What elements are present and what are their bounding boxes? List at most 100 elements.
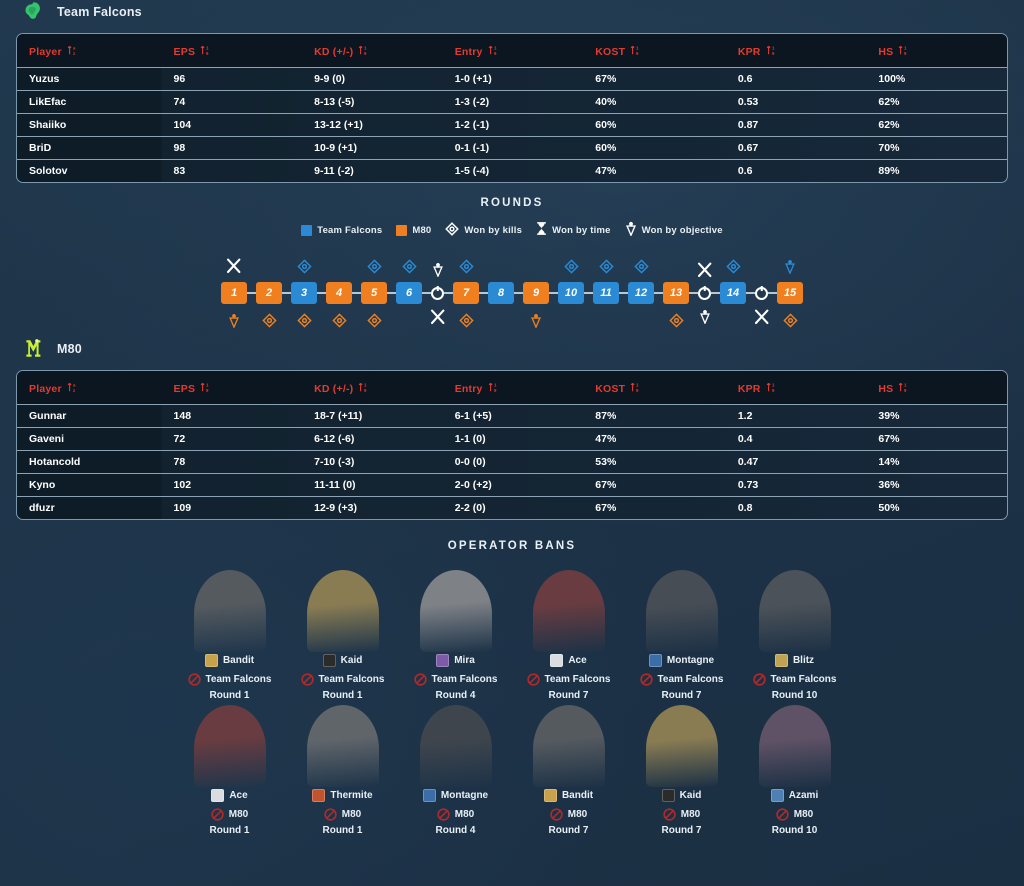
cell-kd: 12-9 (+3)	[314, 502, 358, 514]
round-number[interactable]: 6	[396, 282, 422, 304]
round-node[interactable]: 2	[256, 282, 282, 328]
round-number[interactable]: 1	[221, 282, 247, 304]
round-number[interactable]: 15	[777, 282, 803, 304]
operator-ban-card[interactable]: Montagne M80 Round 4	[399, 701, 512, 836]
round-number[interactable]: 4	[326, 282, 352, 304]
ban-circle-slash-icon	[413, 673, 427, 686]
round-node[interactable]: 6	[396, 258, 422, 304]
ban-team-name: M80	[567, 809, 588, 820]
operator-identity: Montagne	[422, 789, 488, 802]
round-node[interactable]: 12	[628, 258, 654, 304]
round-node[interactable]: 14	[720, 258, 746, 304]
round-node[interactable]: 1	[221, 258, 247, 328]
operator-ban-card[interactable]: Bandit M80 Round 7	[512, 701, 625, 836]
round-node[interactable]: 9	[523, 282, 549, 328]
round-node[interactable]: 13	[663, 282, 689, 328]
operator-ban-card[interactable]: Bandit Team Falcons Round 1	[173, 566, 286, 701]
operator-ban-card[interactable]: Kaid Team Falcons Round 1	[286, 566, 399, 701]
operator-ban-card[interactable]: Mira Team Falcons Round 4	[399, 566, 512, 701]
round-node[interactable]: 8	[488, 282, 514, 304]
round-node[interactable]: 15	[777, 259, 803, 328]
round-number[interactable]: 3	[291, 282, 317, 304]
round-node[interactable]: 11	[593, 258, 619, 304]
operator-ban-card[interactable]: Ace M80 Round 1	[173, 701, 286, 836]
round-number[interactable]: 13	[663, 282, 689, 304]
operator-ban-card[interactable]: Thermite M80 Round 1	[286, 701, 399, 836]
operator-ban-card[interactable]: Kaid M80 Round 7	[625, 701, 738, 836]
round-number[interactable]: 10	[558, 282, 584, 304]
operator-badge-icon	[543, 789, 557, 802]
operator-ban-card[interactable]: Ace Team Falcons Round 7	[512, 566, 625, 701]
round-node[interactable]: 7	[453, 258, 479, 328]
ban-team-name: M80	[228, 809, 249, 820]
operator-ban-card[interactable]: Montagne Team Falcons Round 7	[625, 566, 738, 701]
operator-ban-card[interactable]: Blitz Team Falcons Round 10	[738, 566, 851, 701]
operator-portrait-bandit	[187, 566, 273, 652]
ban-attribution: Team Falcons	[526, 673, 611, 686]
cell-eps: 104	[173, 119, 192, 131]
round-node[interactable]: 10	[558, 258, 584, 304]
operator-ban-card[interactable]: Azami M80 Round 10	[738, 701, 851, 836]
ban-attribution: Team Falcons	[639, 673, 723, 686]
cell-entry: 2-0 (+2)	[454, 479, 492, 491]
round-bottom-icon-kills	[458, 312, 474, 328]
round-number[interactable]: 12	[628, 282, 654, 304]
round-node[interactable]: 4	[326, 282, 352, 328]
round-number[interactable]: 11	[593, 282, 619, 304]
round-number[interactable]: 5	[361, 282, 387, 304]
round-number[interactable]: 9	[523, 282, 549, 304]
cell-player: Shaiiko	[29, 119, 67, 131]
ban-attribution: M80	[211, 808, 248, 821]
round-number[interactable]: 14	[720, 282, 746, 304]
cell-kost: 67%	[595, 479, 617, 491]
ban-team-name: Team Falcons	[544, 674, 611, 685]
round-number[interactable]: 2	[256, 282, 282, 304]
round-number[interactable]: 8	[488, 282, 514, 304]
operator-badge-icon	[211, 789, 225, 802]
operator-portrait-thermite	[300, 701, 386, 787]
ban-attribution: Team Falcons	[300, 673, 384, 686]
round-number[interactable]: 7	[453, 282, 479, 304]
round-node[interactable]: 3	[291, 258, 317, 328]
round-node[interactable]: 5	[361, 258, 387, 328]
